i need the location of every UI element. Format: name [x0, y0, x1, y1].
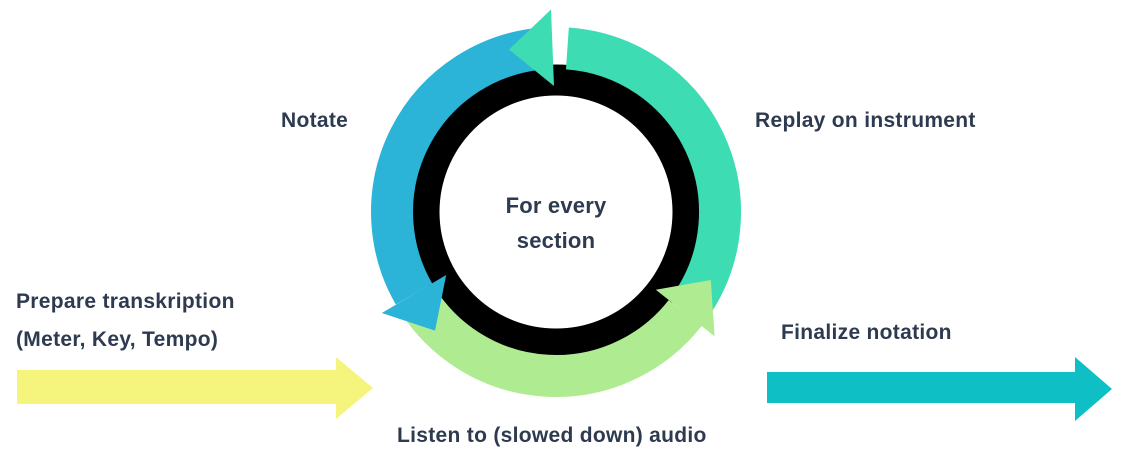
- prepare-note: Prepare transkription (Meter, Key, Tempo…: [16, 283, 235, 359]
- prepare-arrow-icon: [17, 357, 373, 419]
- cycle-arc-blue: [371, 28, 542, 305]
- arrowhead-blue-icon: [381, 275, 447, 331]
- center-label-line2: section: [516, 228, 596, 253]
- finalize-arrow-icon: [767, 357, 1112, 421]
- step-label-finalize-notation: Finalize notation: [781, 321, 952, 344]
- step-label-replay-on-instrument: Replay on instrument: [755, 109, 976, 132]
- prepare-note-line1: Prepare transkription: [16, 290, 235, 313]
- black-ring: [408, 64, 704, 360]
- step-label-listen-to-audio: Listen to (slowed down) audio: [397, 424, 707, 447]
- center-label-line1: For every: [505, 193, 607, 218]
- cycle-arc-mint: [565, 27, 741, 321]
- arrowhead-green-icon: [655, 280, 715, 337]
- center-label: For every section: [453, 188, 659, 258]
- arrowhead-mint-icon: [509, 9, 554, 86]
- step-label-notate: Notate: [281, 109, 349, 132]
- prepare-note-line2: (Meter, Key, Tempo): [16, 328, 219, 351]
- cycle-arc-green: [399, 287, 702, 397]
